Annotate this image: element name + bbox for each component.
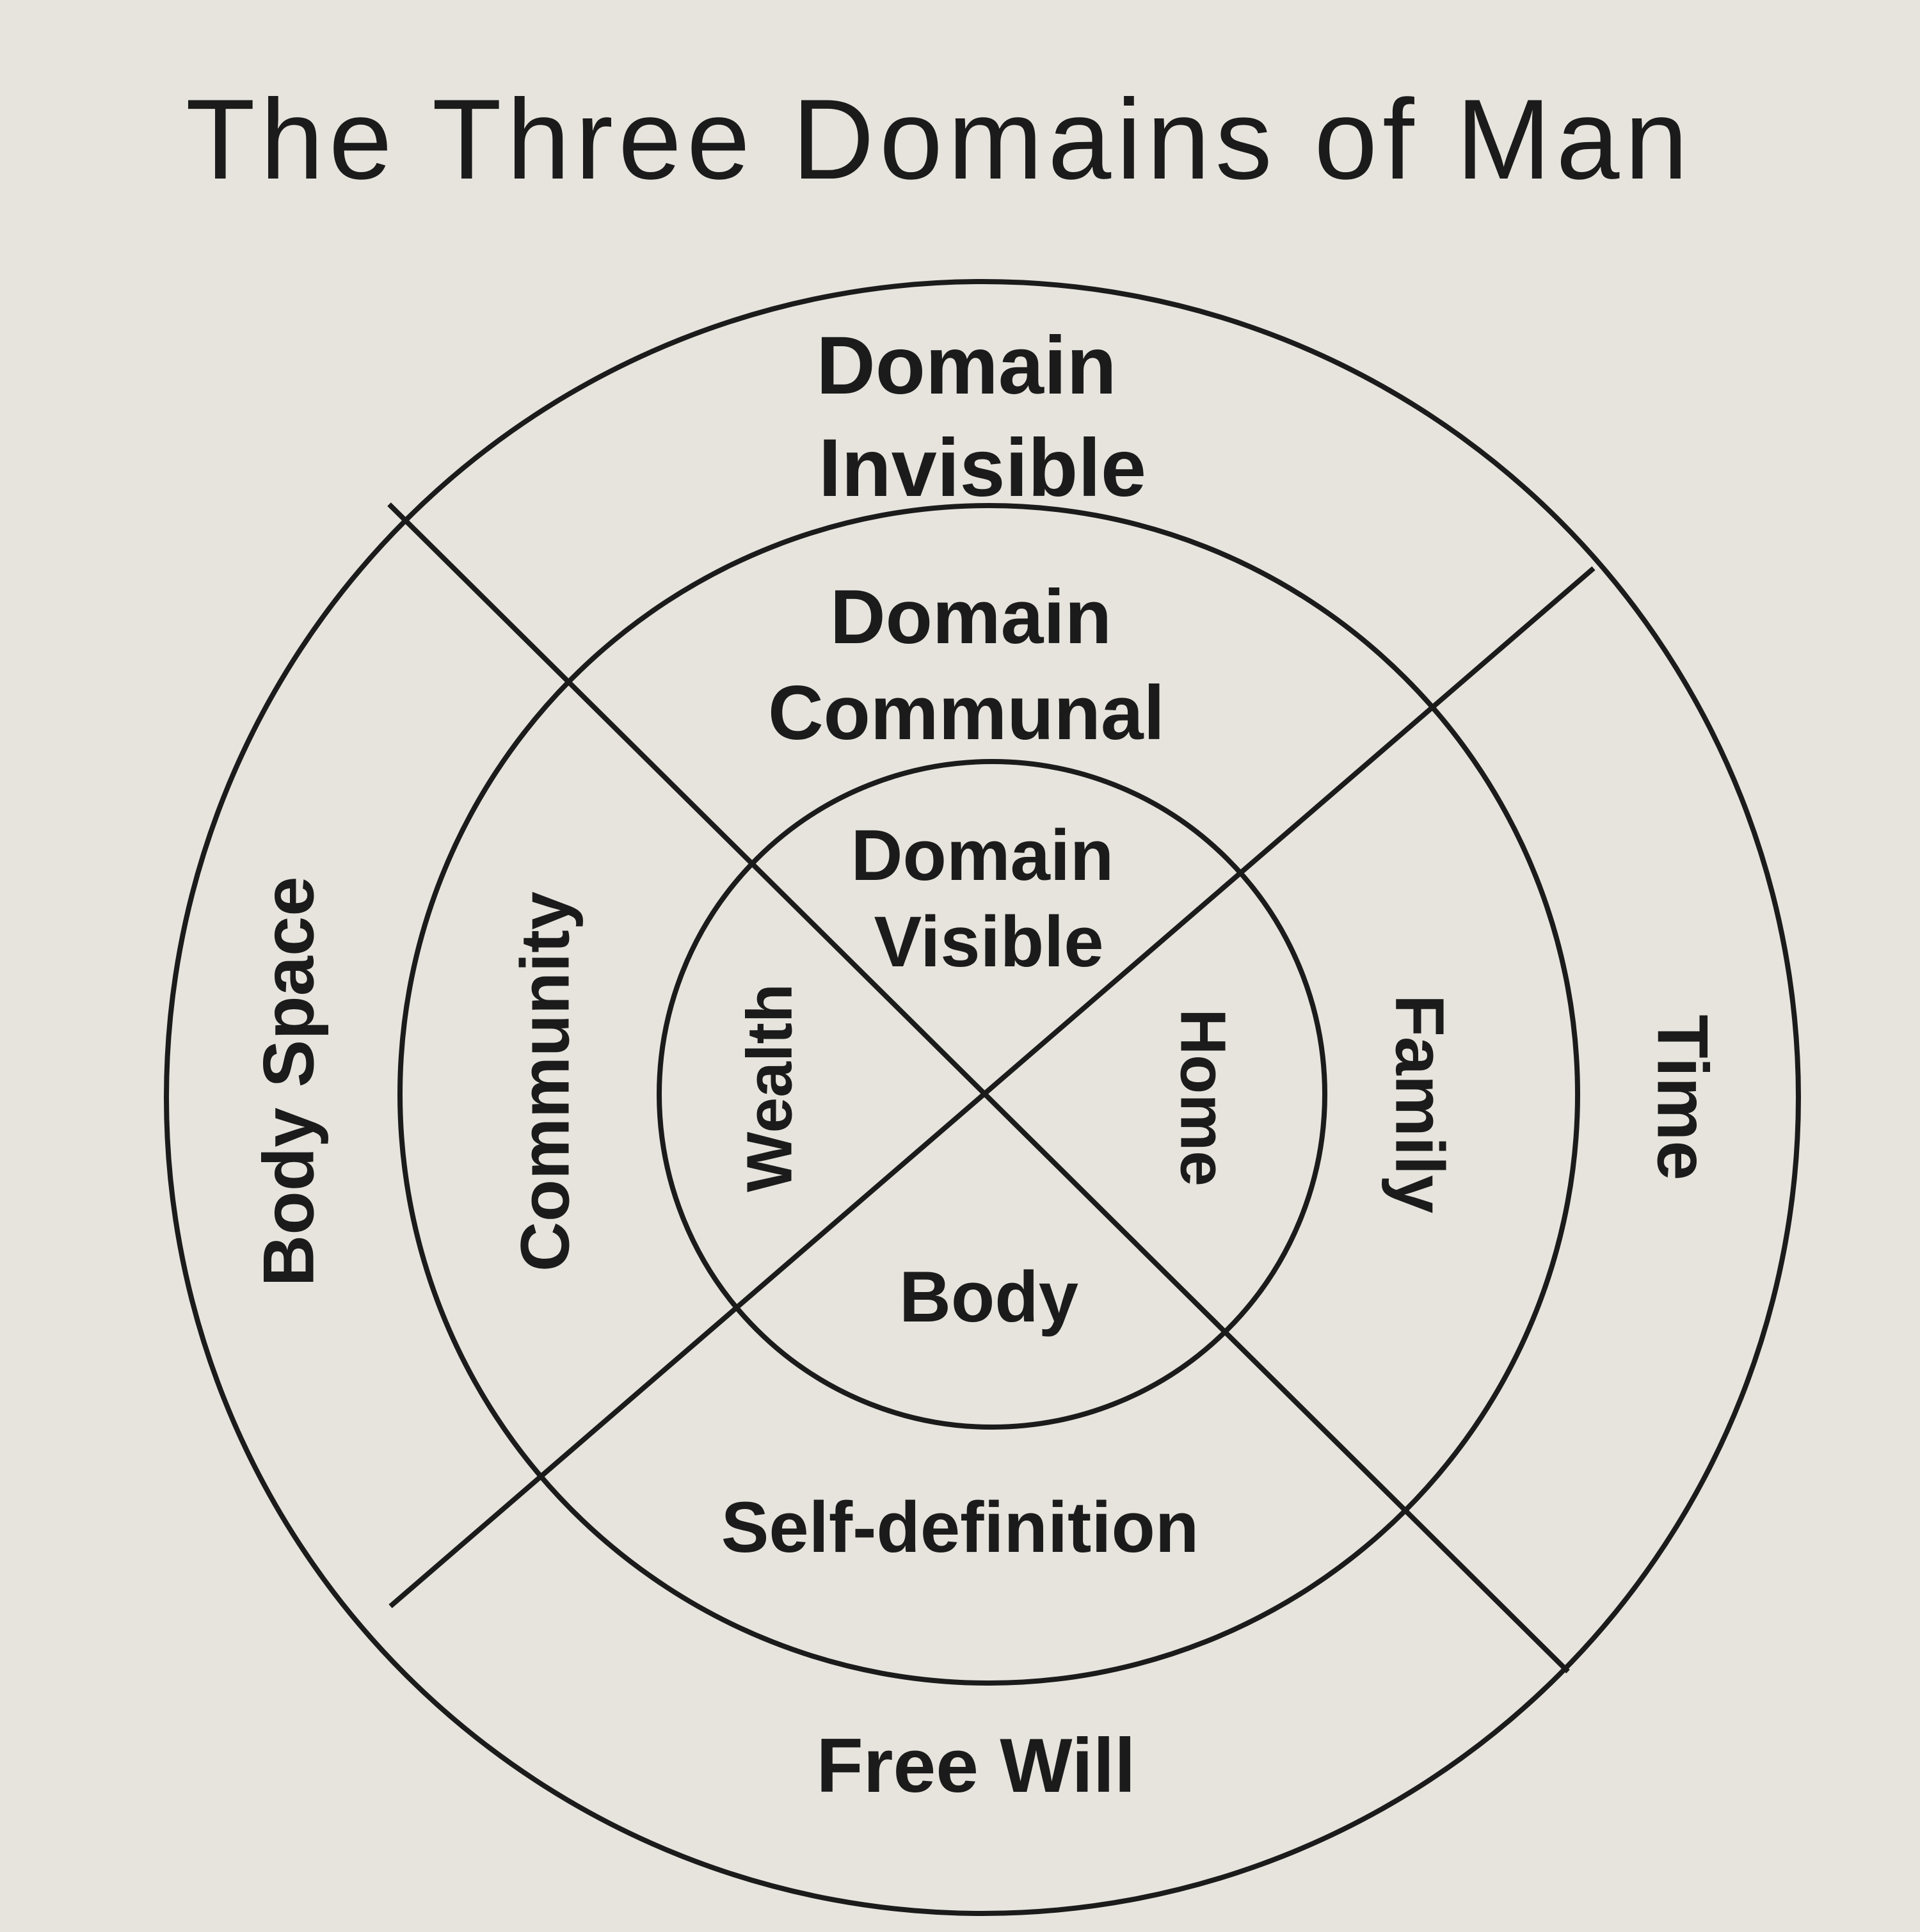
label-outer-top-line2: Invisible <box>819 422 1146 514</box>
inner-circle <box>657 759 1327 1430</box>
label-inner-left: Wealth <box>733 984 805 1192</box>
label-inner-top-line1: Domain <box>851 815 1114 895</box>
label-inner-bottom: Body <box>899 1257 1078 1337</box>
label-middle-top-line2: Communal <box>768 670 1165 756</box>
label-middle-right: Family <box>1381 994 1459 1213</box>
outer-circle <box>164 279 1801 1916</box>
label-middle-bottom: Self-definition <box>721 1487 1199 1567</box>
label-inner-right: Home <box>1167 1009 1239 1186</box>
diagram-title: The Three Domains of Man <box>186 76 1693 203</box>
middle-circle <box>397 503 1580 1686</box>
label-inner-top-line2: Visible <box>874 902 1103 982</box>
divider-line-nw-se <box>387 502 1570 1673</box>
label-middle-top-line1: Domain <box>830 574 1112 660</box>
label-middle-left: Community <box>506 891 584 1272</box>
label-outer-right: Time <box>1642 1014 1722 1180</box>
label-outer-bottom: Free Will <box>816 1723 1135 1808</box>
divider-line-ne-sw <box>388 566 1596 1609</box>
label-outer-top-line1: Domain <box>816 320 1116 411</box>
label-outer-left: Body Space <box>249 876 329 1286</box>
